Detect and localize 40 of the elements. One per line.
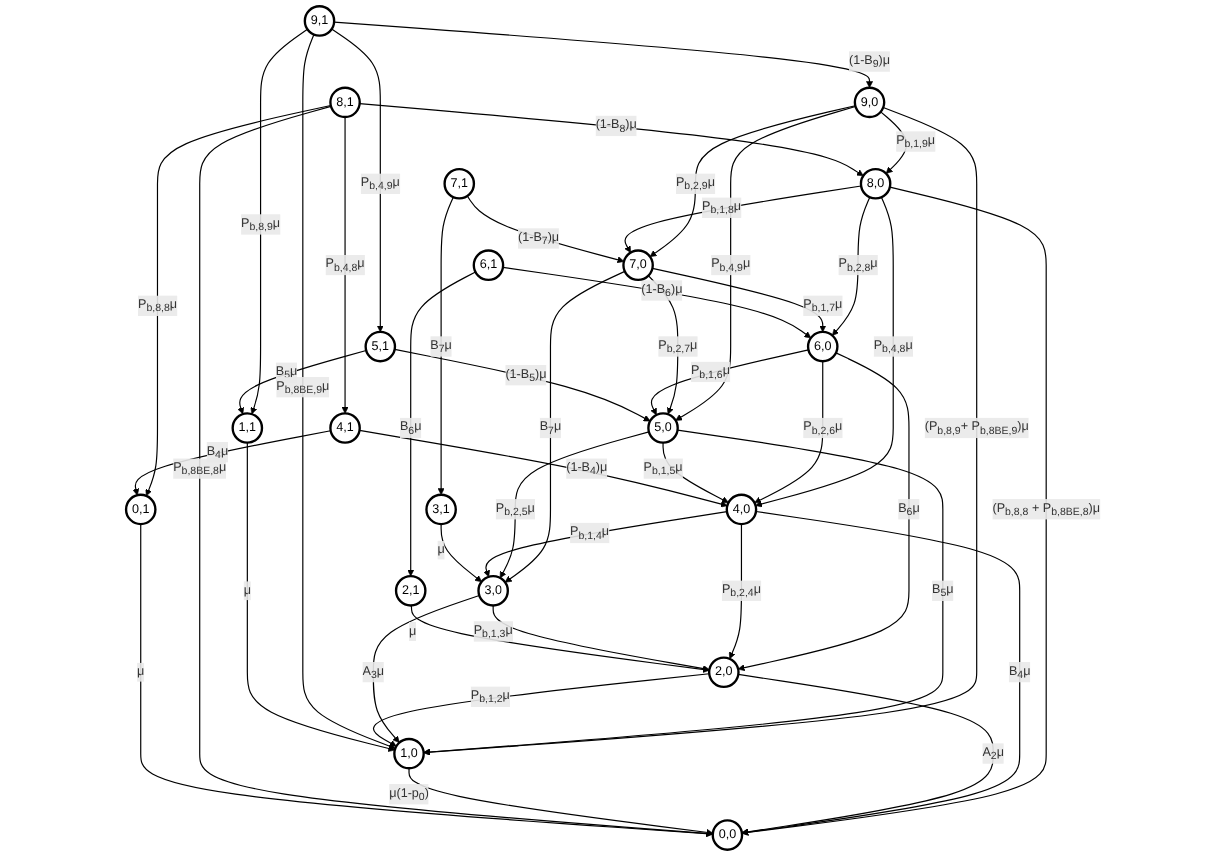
arrow [132, 430, 332, 496]
arrow [741, 186, 1047, 836]
arrow [333, 21, 873, 88]
arrow [737, 352, 910, 672]
arrow [372, 594, 480, 743]
arrow [728, 523, 743, 660]
arrow [466, 195, 625, 264]
arrow [650, 349, 810, 416]
arrow [246, 442, 396, 752]
arrow [140, 523, 714, 838]
arrow [372, 673, 710, 747]
arrow [504, 270, 626, 583]
arrow [675, 105, 857, 421]
arrow [408, 767, 714, 836]
arrow [394, 348, 651, 422]
arrow [341, 116, 349, 414]
arrow [832, 196, 871, 336]
arrow [358, 429, 728, 508]
arrow [407, 271, 477, 577]
arrow [651, 267, 827, 333]
arrow [237, 349, 367, 415]
arrow [737, 673, 994, 836]
arrow [492, 604, 710, 672]
arrow [502, 266, 812, 339]
arrow [755, 196, 894, 508]
arrow [649, 105, 856, 257]
arrow [199, 105, 714, 837]
arrow [440, 523, 482, 583]
arrow [662, 442, 729, 503]
arrow [624, 185, 862, 253]
arrow [647, 275, 679, 415]
arrow [437, 196, 454, 496]
arrow [499, 431, 650, 579]
arrow [410, 604, 710, 673]
arrow [145, 104, 332, 497]
arrow [302, 33, 396, 750]
arrow [754, 360, 824, 504]
arrow [250, 28, 308, 415]
arrow [359, 103, 864, 177]
arrow [483, 511, 728, 578]
